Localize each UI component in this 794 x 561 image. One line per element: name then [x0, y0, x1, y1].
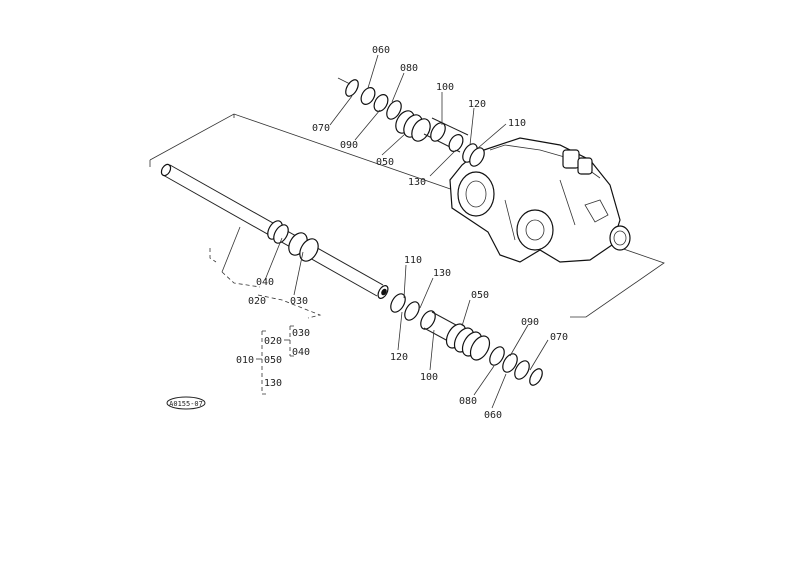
upper-bearing — [395, 110, 431, 142]
callout-bot-090: 090 — [521, 317, 539, 328]
callout-top-130: 130 — [408, 177, 426, 188]
callout-bot-100: 100 — [420, 372, 438, 383]
callout-mid-040: 040 — [256, 277, 274, 288]
callout-top-110: 110 — [508, 118, 526, 129]
lower-bearing — [445, 323, 491, 361]
callout-bot-130: 130 — [433, 268, 451, 279]
callout-bot-120: 120 — [390, 352, 408, 363]
callout-mid-030: 030 — [290, 296, 308, 307]
callout-top-080: 080 — [400, 63, 418, 74]
callout-top-100: 100 — [436, 82, 454, 93]
callout-bot-110: 110 — [404, 255, 422, 266]
leader-lines-bottom — [397, 264, 549, 409]
upper-bearing-stack — [345, 79, 485, 167]
tree-sub-030: 030 — [292, 328, 310, 339]
tree-root-010: 010 — [236, 355, 254, 366]
assembly-tree: 010 020 050 130 030 040 — [236, 325, 310, 395]
callout-top-090: 090 — [340, 140, 358, 151]
assembly-plane-outline — [149, 113, 665, 318]
lower-bearing-stack — [390, 293, 543, 386]
tree-child-050: 050 — [264, 355, 282, 366]
leader-lines-middle — [209, 226, 322, 319]
gear-housing — [449, 137, 631, 263]
drawing-code-text: A0155-07 — [169, 400, 203, 408]
callout-top-070: 070 — [312, 123, 330, 134]
callout-bot-080: 080 — [459, 396, 477, 407]
tree-child-130: 130 — [264, 378, 282, 389]
tree-sub-040: 040 — [292, 347, 310, 358]
callout-top-050: 050 — [376, 157, 394, 168]
callout-bot-050: 050 — [471, 290, 489, 301]
leader-lines-top — [329, 54, 507, 177]
long-shaft — [160, 163, 389, 299]
callout-top-120: 120 — [468, 99, 486, 110]
callout-bot-070: 070 — [550, 332, 568, 343]
callout-top-060: 060 — [372, 45, 390, 56]
callout-bot-060: 060 — [484, 410, 502, 421]
callout-mid-020: 020 — [248, 296, 266, 307]
tree-child-020: 020 — [264, 336, 282, 347]
callout-labels: 060 080 070 090 050 100 120 110 130 040 … — [248, 45, 568, 421]
drawing-code-badge: A0155-07 — [166, 396, 206, 410]
